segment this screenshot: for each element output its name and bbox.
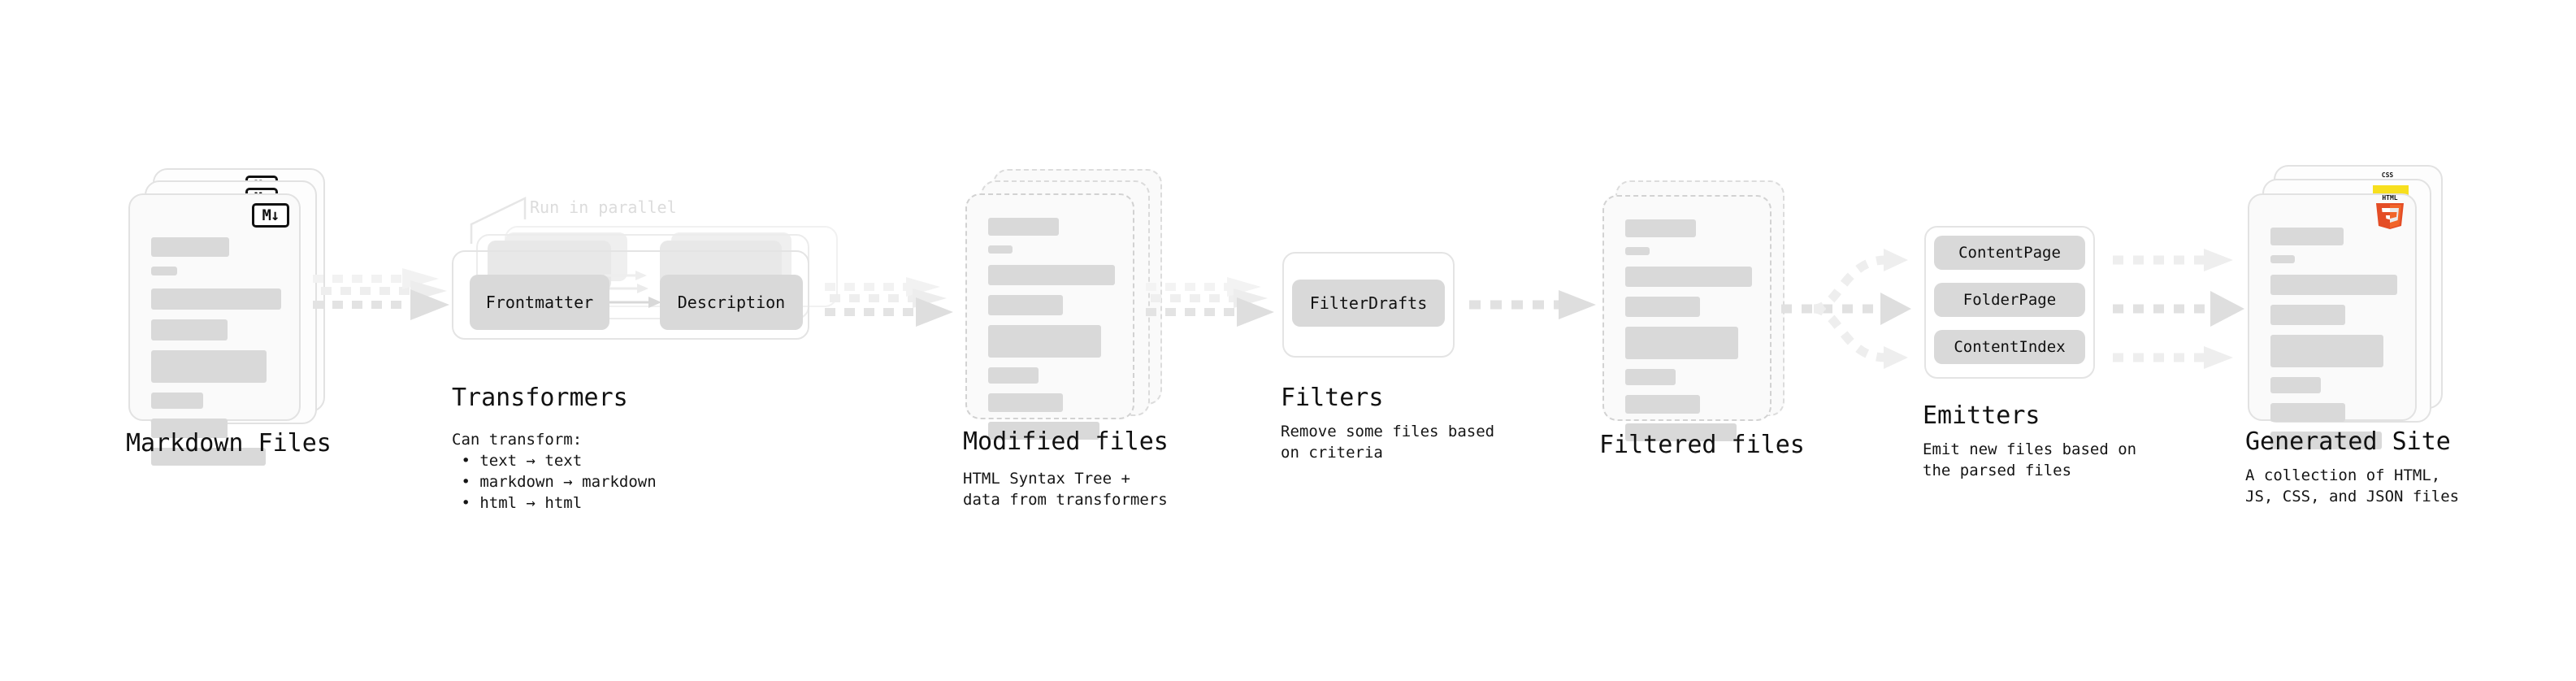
filtered-card-content	[1625, 219, 1752, 451]
site-card-content	[2270, 228, 2397, 459]
content-bar	[988, 325, 1101, 358]
markdown-card-front	[128, 193, 301, 466]
markdown-icon: M↓	[252, 203, 289, 228]
content-bar	[1625, 369, 1676, 385]
connector-modified-to-filters	[1146, 276, 1284, 341]
content-bar	[2270, 432, 2383, 449]
content-bar	[988, 245, 1013, 254]
content-bar	[151, 237, 229, 257]
stage-description-generated-site: A collection of HTML, JS, CSS, and JSON …	[2245, 466, 2460, 505]
stage-title-emitters: Emitters	[1923, 401, 2040, 430]
transformer-panel-front	[452, 250, 809, 340]
modified-card-content	[988, 218, 1115, 449]
content-bar	[2270, 377, 2322, 393]
content-bar	[988, 393, 1064, 412]
connector-filtered-to-emitters	[1781, 236, 1928, 382]
content-bar	[2270, 228, 2344, 245]
svg-text:HTML: HTML	[2382, 194, 2397, 202]
stage-title-modified-files: Modified files	[963, 427, 1169, 456]
stage-title-filtered-files: Filtered files	[1599, 431, 1805, 459]
site-card-front	[2248, 193, 2417, 449]
transformer-node-frontmatter[interactable]: Frontmatter	[470, 275, 609, 330]
markdown-card-content	[151, 237, 281, 475]
connector-transformers-to-modified	[825, 276, 963, 341]
content-bar	[1625, 423, 1737, 441]
stage-description-transformers: Can transform: • text → text • markdown …	[452, 431, 657, 512]
connector-emitters-to-site	[2113, 236, 2259, 382]
content-bar	[1625, 247, 1650, 255]
content-bar	[1625, 297, 1701, 317]
run-in-parallel-label: Run in parallel	[530, 197, 677, 217]
emitters-panel	[1924, 226, 2095, 379]
css-icon-label: CSS	[2381, 171, 2394, 179]
stage-title-generated-site: Generated Site	[2245, 427, 2451, 456]
content-bar	[988, 265, 1115, 285]
stage-description-emitters: Emit new files based on the parsed files	[1923, 440, 2137, 479]
filters-panel	[1282, 252, 1455, 358]
content-bar	[2270, 255, 2295, 263]
content-bar	[151, 393, 203, 409]
content-bar	[1625, 395, 1701, 414]
connector-filters-to-filtered	[1469, 288, 1607, 337]
content-bar	[1625, 219, 1697, 237]
html5-icon: HTML	[2373, 193, 2407, 230]
emitter-node-contentpage[interactable]: ContentPage	[1934, 236, 2085, 270]
content-bar	[988, 295, 1064, 315]
content-bar	[988, 218, 1060, 236]
content-bar	[988, 422, 1100, 440]
run-in-parallel-bracket	[470, 195, 559, 244]
content-bar	[2270, 335, 2383, 367]
emitter-node-folderpage[interactable]: FolderPage	[1934, 283, 2085, 317]
content-bar	[1625, 327, 1738, 359]
transformer-inner-arrows	[605, 270, 702, 335]
content-bar	[151, 419, 228, 438]
content-bar	[1625, 267, 1752, 287]
content-bar	[151, 267, 177, 275]
content-bar	[2270, 275, 2397, 295]
content-bar	[151, 350, 267, 383]
connector-markdown-to-transformers	[313, 268, 451, 341]
filtered-card-front	[1602, 195, 1772, 441]
stage-description-modified-files: HTML Syntax Tree + data from transformer…	[963, 470, 1168, 509]
emitter-node-contentindex[interactable]: ContentIndex	[1934, 330, 2085, 364]
stage-title-filters: Filters	[1281, 384, 1384, 412]
stage-title-markdown-files: Markdown Files	[126, 429, 332, 458]
transformer-node-description[interactable]: Description	[660, 275, 803, 330]
content-bar	[151, 448, 266, 466]
content-bar	[151, 288, 281, 310]
modified-card-front	[965, 193, 1134, 440]
content-bar	[2270, 403, 2346, 422]
filter-node-filterdrafts[interactable]: FilterDrafts	[1292, 280, 1445, 327]
content-bar	[151, 319, 228, 340]
stage-description-filters: Remove some files based on criteria	[1281, 423, 1495, 462]
content-bar	[2270, 305, 2346, 325]
content-bar	[988, 367, 1039, 384]
stage-title-transformers: Transformers	[452, 384, 628, 412]
